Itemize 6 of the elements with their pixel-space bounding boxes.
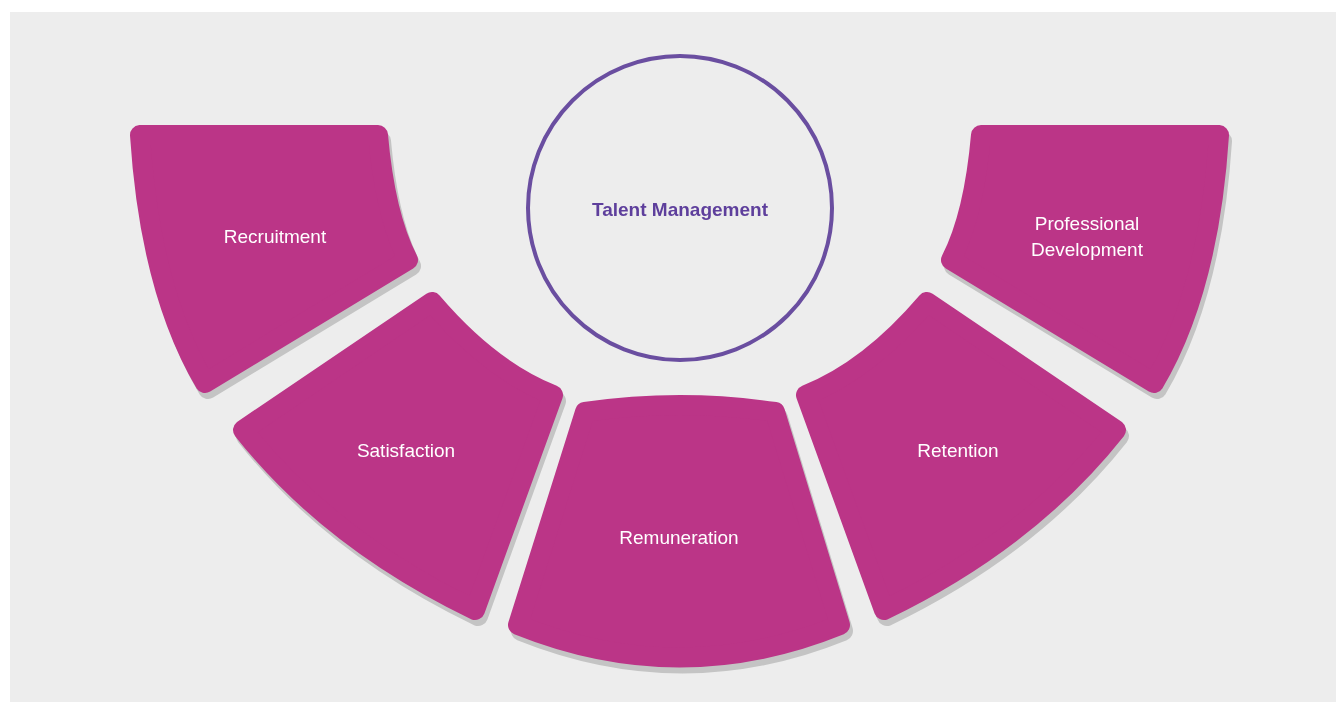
segment-label: Remuneration xyxy=(618,526,740,551)
segment-label: Recruitment xyxy=(222,225,328,250)
hub-title: Talent Management xyxy=(591,198,769,223)
segment-label: Professional Development xyxy=(1030,212,1144,262)
segment-label: Satisfaction xyxy=(355,439,457,464)
segment-label: Retention xyxy=(916,439,1000,464)
